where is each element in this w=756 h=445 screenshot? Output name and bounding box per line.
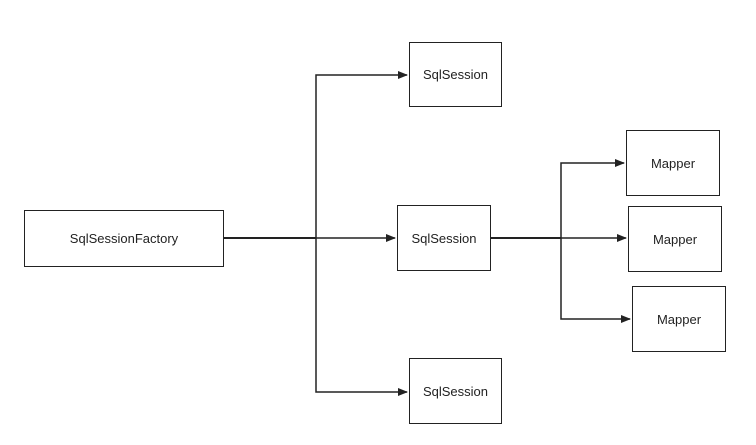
sqlsessionfactory-label: SqlSessionFactory xyxy=(69,231,179,246)
edge-factory-to-session-top xyxy=(315,71,408,238)
mapper-label-1: Mapper xyxy=(650,155,696,171)
sqlsession-label-top: SqlSession xyxy=(422,67,489,82)
mapper-label-2: Mapper xyxy=(652,231,698,247)
mapper-node-2: Mapper xyxy=(628,206,722,272)
mapper-node-1: Mapper xyxy=(626,130,720,196)
sqlsessionfactory-node: SqlSessionFactory xyxy=(24,210,224,267)
edge-session-to-mapper-3 xyxy=(560,238,631,323)
sqlsession-node-bottom: SqlSession xyxy=(409,358,502,424)
sqlsession-label-middle: SqlSession xyxy=(411,230,477,246)
sqlsession-node-top: SqlSession xyxy=(409,42,502,107)
edge-factory-to-session-bot xyxy=(315,238,408,396)
mapper-node-3: Mapper xyxy=(632,286,726,352)
edge-session-to-mapper-1 xyxy=(560,159,625,238)
sqlsession-node-middle: SqlSession xyxy=(397,205,491,271)
mapper-label-3: Mapper xyxy=(656,311,702,327)
sqlsession-label-bottom: SqlSession xyxy=(422,383,489,399)
